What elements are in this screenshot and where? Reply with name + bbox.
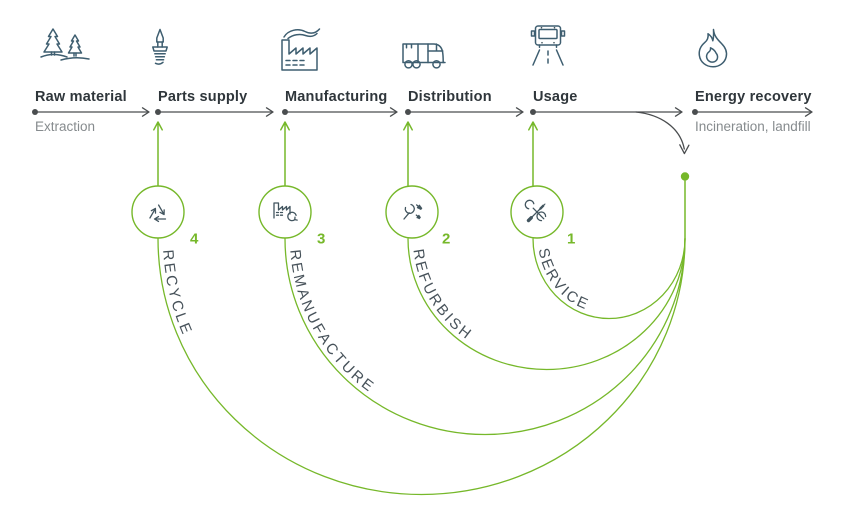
loop-number: 1 bbox=[567, 231, 575, 248]
stage-label-parts-supply: Parts supply bbox=[158, 89, 247, 105]
loop-refurbish: 2 bbox=[385, 185, 450, 248]
timeline-arrow bbox=[535, 107, 683, 117]
timeline-arrow bbox=[410, 107, 524, 117]
timeline-dot bbox=[282, 109, 288, 115]
loop-number: 4 bbox=[190, 231, 199, 248]
trees-icon bbox=[40, 28, 90, 61]
timeline-arrow bbox=[287, 107, 398, 117]
loop-number: 3 bbox=[317, 231, 325, 248]
timeline-segment bbox=[282, 107, 398, 117]
service-loop-arc bbox=[532, 238, 686, 320]
loop-circle bbox=[258, 185, 312, 239]
stage-sublabel-incineration: Incineration, landfill bbox=[695, 119, 811, 134]
loop-number: 2 bbox=[442, 231, 450, 248]
timeline-dot bbox=[530, 109, 536, 115]
service-return-arrow bbox=[528, 121, 538, 188]
timeline-segment bbox=[405, 107, 524, 117]
loop-service: 1 bbox=[510, 185, 575, 248]
wrench-screws-icon bbox=[403, 203, 423, 220]
timeline-segment bbox=[530, 107, 683, 117]
recycle-arrows-icon bbox=[149, 204, 167, 223]
timeline-dot bbox=[692, 109, 698, 115]
timeline-arrow bbox=[37, 107, 150, 117]
loop-label-refurbish: REFURBISH bbox=[409, 248, 476, 344]
timeline-dot bbox=[155, 109, 161, 115]
loop-label-service: SERVICE bbox=[535, 247, 593, 314]
loop-circle bbox=[131, 185, 185, 239]
remanufacture-loop-arc bbox=[284, 238, 686, 436]
recycle-return-arrow bbox=[153, 121, 163, 188]
collection-point-dot bbox=[680, 172, 690, 181]
refurbish-return-arrow bbox=[403, 121, 413, 188]
stage-label-energy-recovery: Energy recovery bbox=[695, 89, 812, 105]
timeline-segment bbox=[155, 107, 274, 117]
stage-label-raw-material: Raw material bbox=[35, 89, 127, 105]
bus-on-road-icon bbox=[530, 25, 566, 66]
end-of-life-curve bbox=[635, 111, 685, 150]
timeline-dot bbox=[405, 109, 411, 115]
end-of-life-arrow-head-icon bbox=[679, 144, 690, 155]
stage-label-distribution: Distribution bbox=[408, 89, 492, 105]
drill-bit-icon bbox=[152, 28, 168, 65]
timeline-segment bbox=[32, 107, 150, 117]
stage-sublabel-extraction: Extraction bbox=[35, 119, 95, 134]
timeline-arrow bbox=[160, 107, 274, 117]
truck-icon bbox=[402, 43, 446, 69]
timeline-dot bbox=[32, 109, 38, 115]
recycle-loop-arc bbox=[157, 238, 686, 496]
loop-label-remanufacture: REMANUFACTURE bbox=[286, 249, 378, 397]
factory-icon bbox=[281, 28, 321, 71]
timeline-arrow bbox=[697, 107, 813, 117]
remanufacture-return-arrow bbox=[280, 121, 290, 188]
timeline-segment bbox=[692, 107, 813, 117]
timeline bbox=[32, 107, 813, 155]
factory-refresh-icon bbox=[273, 202, 298, 222]
loop-recycle: 4 bbox=[131, 185, 199, 248]
crossed-tools-icon bbox=[524, 199, 547, 223]
stage-label-usage: Usage bbox=[533, 89, 578, 105]
stage-label-manufacturing: Manufacturing bbox=[285, 89, 388, 105]
flame-icon bbox=[698, 28, 728, 68]
loop-remanufacture: 3 bbox=[258, 185, 325, 248]
refurbish-loop-arc bbox=[407, 238, 686, 371]
